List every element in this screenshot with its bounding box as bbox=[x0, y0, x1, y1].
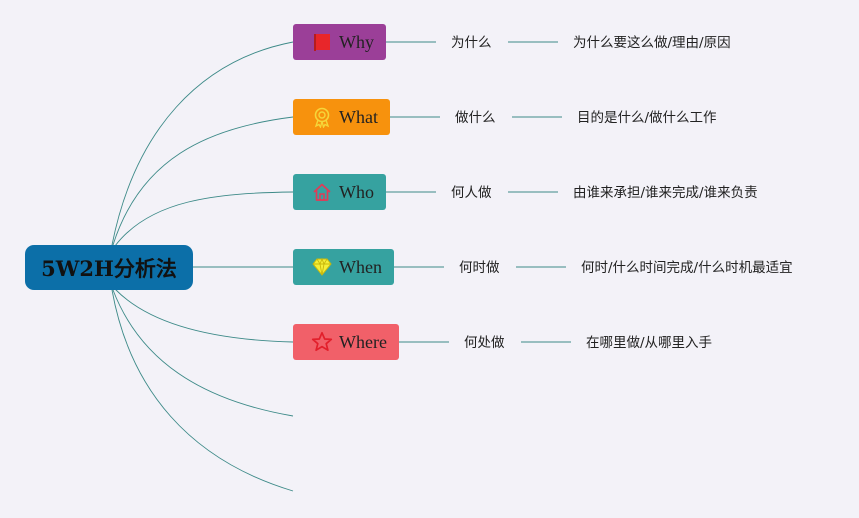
house-icon bbox=[311, 181, 333, 203]
branch-when-label: When bbox=[339, 256, 382, 277]
diamond-icon bbox=[311, 256, 333, 278]
branch-why[interactable]: Why bbox=[293, 24, 386, 60]
branch-why-label: Why bbox=[339, 31, 374, 52]
branch-when[interactable]: When bbox=[293, 249, 394, 285]
medal-icon bbox=[311, 106, 333, 128]
branch-what[interactable]: What bbox=[293, 99, 390, 135]
curve-empty-1 bbox=[112, 289, 294, 417]
branch-who[interactable]: Who bbox=[293, 174, 386, 210]
flag-icon bbox=[311, 31, 333, 53]
branch-who-label: Who bbox=[339, 181, 374, 202]
branch-what-label: What bbox=[339, 106, 378, 127]
curve-where bbox=[114, 288, 294, 343]
detail-when[interactable]: 何时/什么时间完成/什么时机最适宜 bbox=[581, 260, 793, 276]
branch-where[interactable]: Where bbox=[293, 324, 399, 360]
sub-where[interactable]: 何处做 bbox=[464, 335, 505, 351]
detail-who[interactable]: 由谁来承担/谁来完成/谁来负责 bbox=[573, 185, 758, 201]
sub-what[interactable]: 做什么 bbox=[455, 110, 496, 126]
sub-who[interactable]: 何人做 bbox=[451, 185, 492, 201]
curve-who bbox=[114, 191, 294, 247]
detail-why[interactable]: 为什么要这么做/理由/原因 bbox=[573, 35, 731, 51]
star-icon bbox=[311, 331, 333, 353]
sub-why[interactable]: 为什么 bbox=[451, 35, 492, 51]
root-label: 5W2H分析法 bbox=[41, 255, 177, 281]
branch-where-label: Where bbox=[339, 331, 387, 352]
root-node[interactable]: 5W2H分析法 bbox=[25, 245, 193, 290]
detail-what[interactable]: 目的是什么/做什么工作 bbox=[577, 110, 717, 126]
detail-where[interactable]: 在哪里做/从哪里入手 bbox=[586, 335, 713, 351]
curve-why bbox=[111, 41, 294, 246]
curve-empty-2 bbox=[111, 289, 294, 492]
sub-when[interactable]: 何时做 bbox=[459, 260, 500, 276]
curve-what bbox=[112, 116, 294, 246]
